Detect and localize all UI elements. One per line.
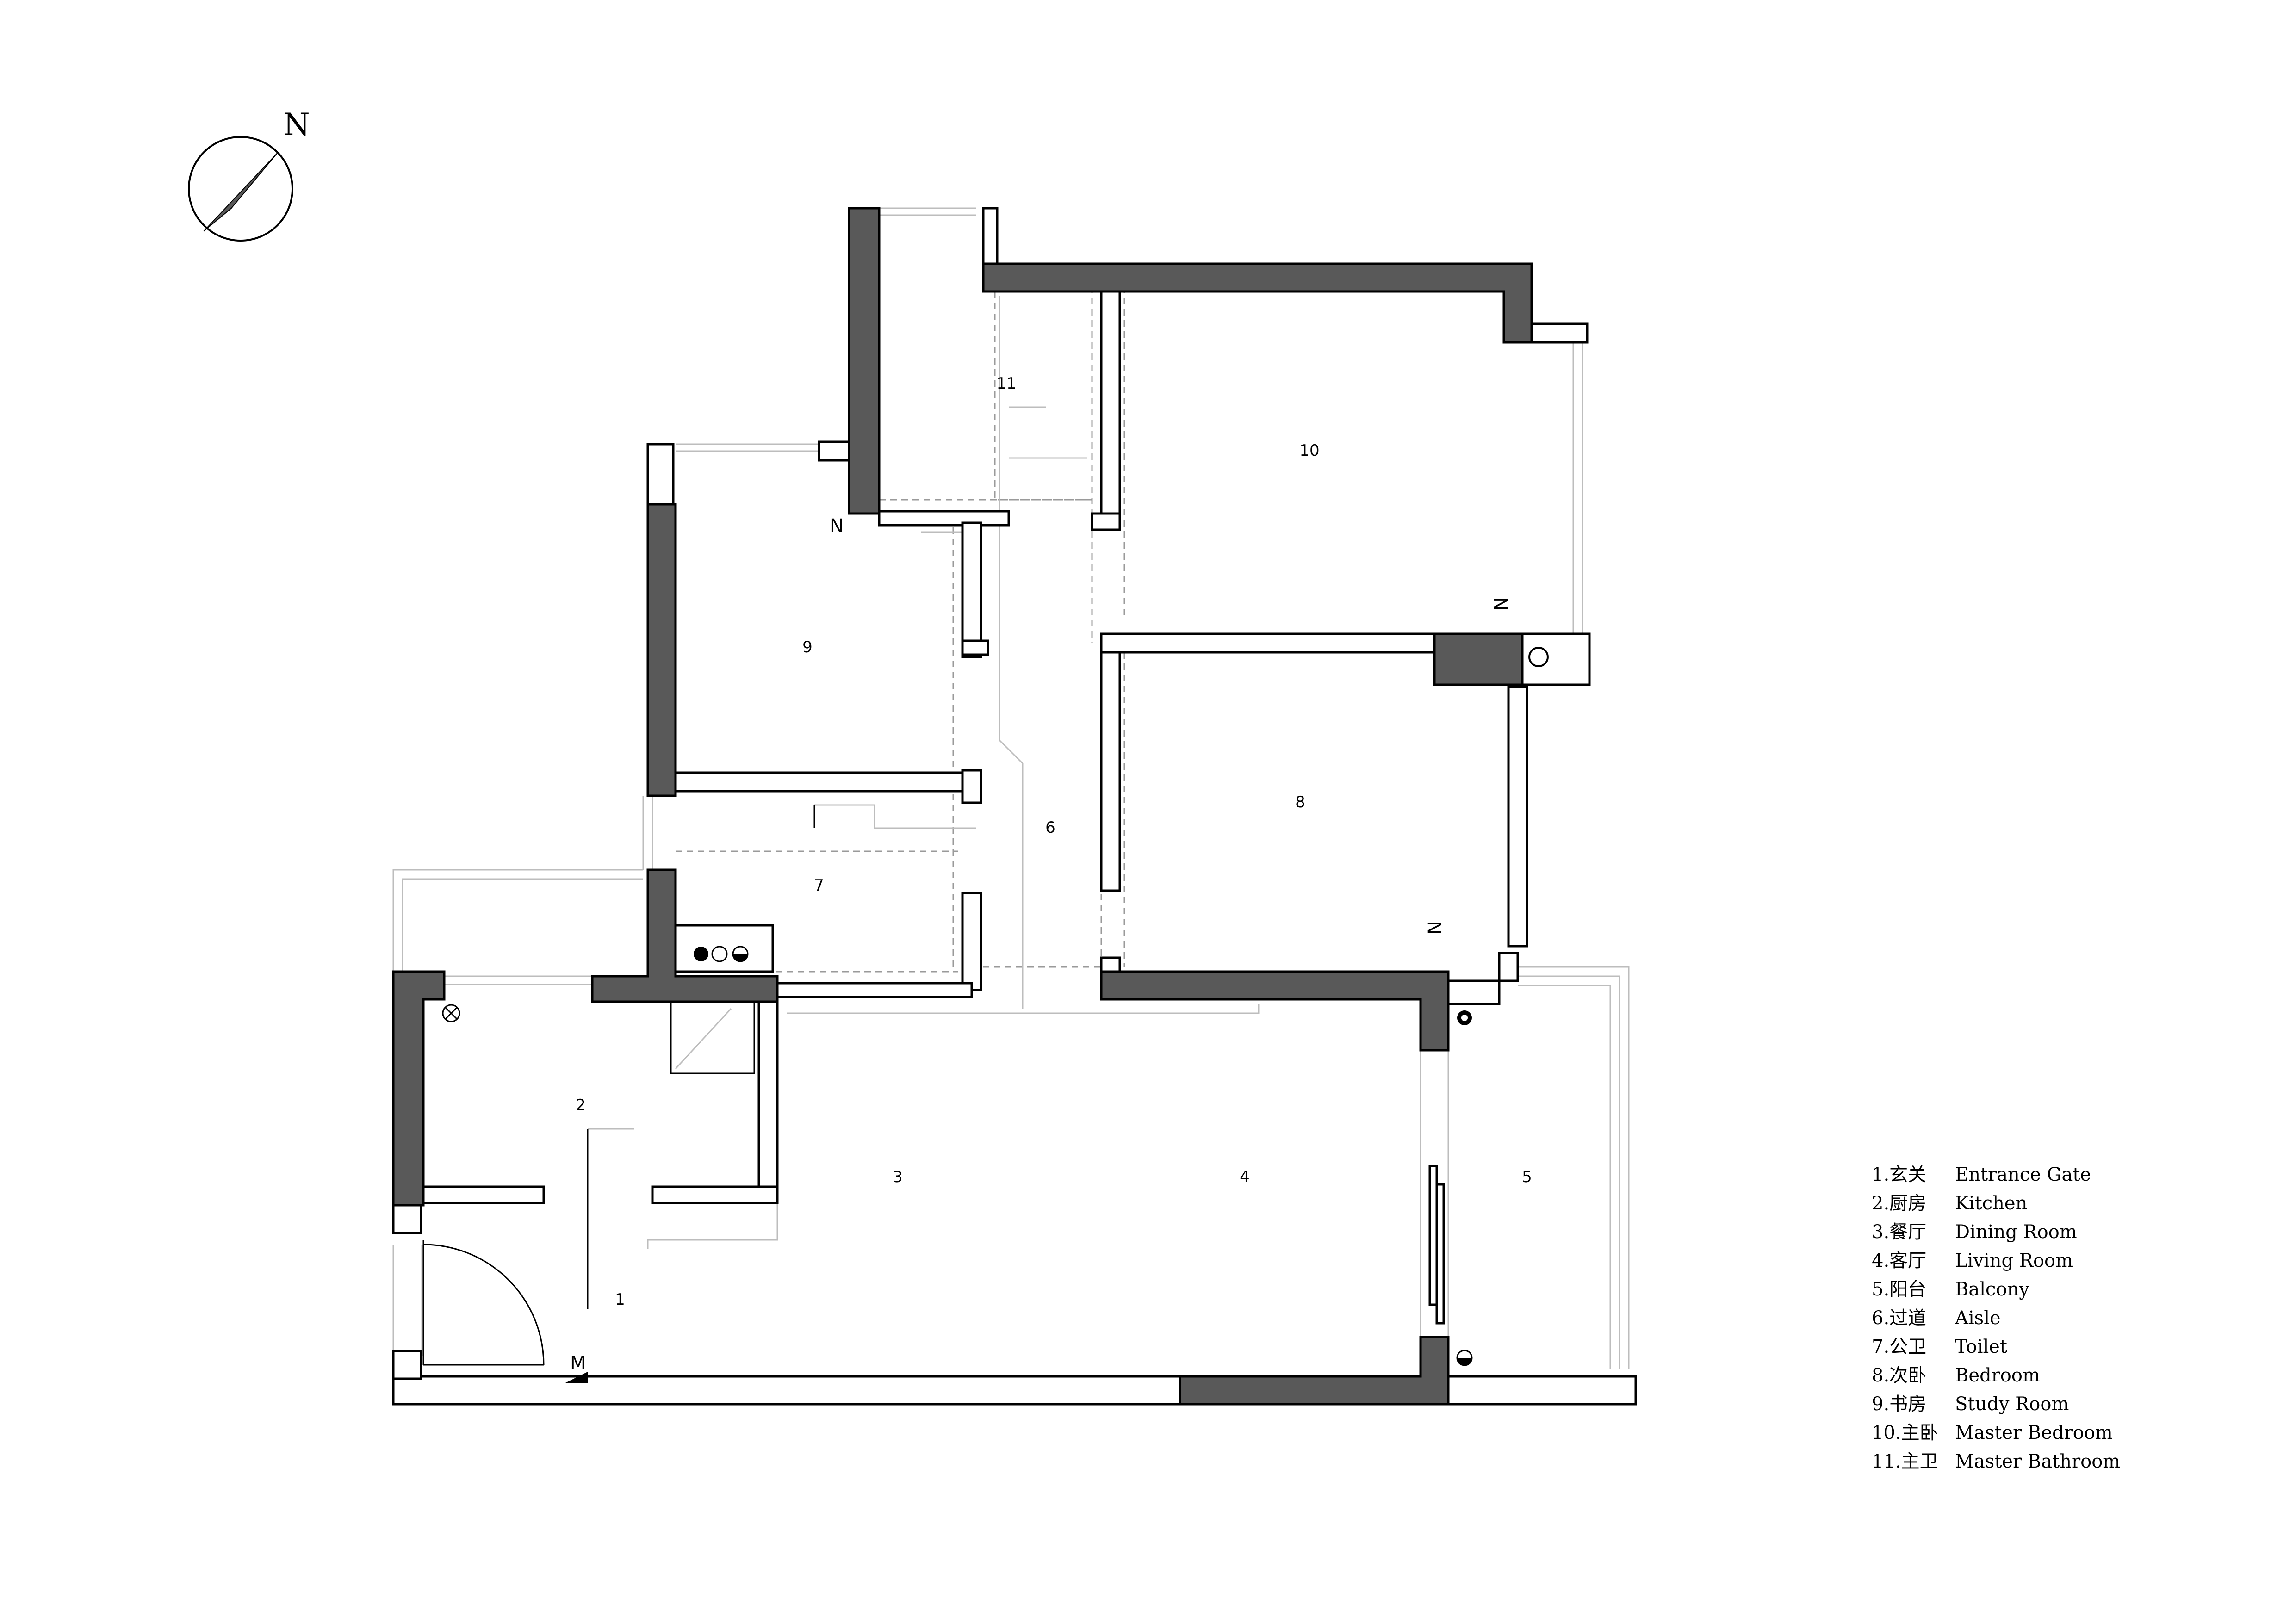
- legend-zh: 2.厨房: [1872, 1193, 1927, 1214]
- dashed-outlines: [676, 287, 1125, 973]
- room-label-9: 9: [802, 638, 813, 657]
- legend-item: 8.次卧 Bedroom: [1872, 1361, 2120, 1390]
- legend-en: Bedroom: [1955, 1365, 2040, 1386]
- legend-item: 6.过道 Aisle: [1872, 1304, 2120, 1332]
- legend-en: Aisle: [1955, 1307, 2001, 1329]
- legend-zh: 1.玄关: [1872, 1164, 1927, 1185]
- legend-item: 2.厨房 Kitchen: [1872, 1189, 2120, 1218]
- legend-zh: 4.客厅: [1872, 1250, 1927, 1271]
- room-label-7: 7: [814, 876, 824, 895]
- entry-marker-icon: M: [565, 1353, 588, 1383]
- legend-item: 9.书房 Study Room: [1872, 1390, 2120, 1419]
- room-label-5: 5: [1522, 1168, 1532, 1186]
- north-arrow-icon: N: [188, 107, 310, 242]
- solid-walls: [392, 207, 1533, 1406]
- balcony-sliding-door[interactable]: [1428, 1165, 1445, 1325]
- room-label-1: 1: [615, 1290, 625, 1309]
- room-labels: 1 2 3 4 5 6 7 8 9 10 11: [576, 374, 1532, 1309]
- room-legend: 1.玄关 Entrance Gate 2.厨房 Kitchen 3.餐厅 Dining…: [1872, 1160, 2120, 1476]
- legend-item: 5.阳台 Balcony: [1872, 1275, 2120, 1304]
- legend-zh: 6.过道: [1872, 1307, 1927, 1329]
- floor-drain-icon: [442, 1004, 460, 1022]
- room-label-6: 6: [1045, 818, 1055, 837]
- pipe-icon: [694, 946, 749, 962]
- legend-item: 4.客厅 Living Room: [1872, 1246, 2120, 1275]
- legend-en: Kitchen: [1955, 1193, 2028, 1214]
- room-label-10: 10: [1299, 441, 1319, 460]
- room-label-8: 8: [1295, 793, 1305, 812]
- legend-item: 10.主卧 Master Bedroom: [1872, 1419, 2120, 1447]
- room-label-4: 4: [1240, 1168, 1250, 1186]
- legend-en: Toilet: [1955, 1336, 2007, 1357]
- plan-mark-n: N: [830, 515, 844, 537]
- legend-zh: 9.书房: [1872, 1394, 1927, 1415]
- pipe-icon-balcony: [1456, 1010, 1473, 1366]
- legend-item: 1.玄关 Entrance Gate: [1872, 1160, 2120, 1189]
- legend-en: Entrance Gate: [1955, 1164, 2091, 1185]
- legend-zh: 5.阳台: [1872, 1279, 1927, 1300]
- legend-item: 3.餐厅 Dining Room: [1872, 1218, 2120, 1246]
- legend-zh: 3.餐厅: [1872, 1221, 1927, 1243]
- legend-en: Living Room: [1955, 1250, 2073, 1271]
- legend-en: Master Bedroom: [1955, 1422, 2113, 1443]
- legend-en: Dining Room: [1955, 1221, 2077, 1243]
- plan-mark-n: N: [1425, 921, 1446, 935]
- legend-zh: 8.次卧: [1872, 1365, 1927, 1386]
- room-label-11: 11: [996, 374, 1016, 393]
- legend-zh: 11.主卫: [1872, 1451, 1938, 1472]
- legend-en: Study Room: [1955, 1394, 2069, 1415]
- legend-zh: 7.公卫: [1872, 1336, 1927, 1357]
- room-label-2: 2: [576, 1096, 586, 1115]
- legend-item: 7.公卫 Toilet: [1872, 1332, 2120, 1361]
- entrance-door[interactable]: [422, 1244, 545, 1366]
- legend-item: 11.主卫 Master Bathroom: [1872, 1447, 2120, 1476]
- north-label: N: [283, 107, 310, 142]
- legend-en: Balcony: [1955, 1279, 2029, 1300]
- room-label-3: 3: [893, 1168, 903, 1186]
- svg-text:M: M: [570, 1353, 586, 1374]
- legend-zh: 10.主卧: [1872, 1422, 1938, 1443]
- plan-mark-n: N: [1491, 597, 1512, 611]
- legend-en: Master Bathroom: [1955, 1451, 2121, 1472]
